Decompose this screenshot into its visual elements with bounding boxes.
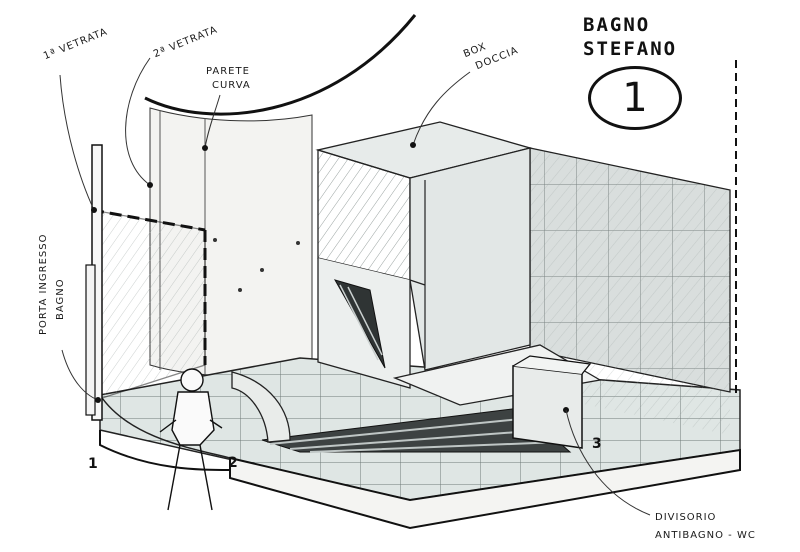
- marker-1: 1: [88, 456, 98, 472]
- label-porta-line-1: PORTA INGRESSO: [38, 233, 49, 336]
- curved-step: [231, 371, 291, 443]
- marker-3: 3: [592, 436, 602, 452]
- partition-wall: [512, 365, 583, 449]
- platform-edge: [229, 448, 741, 530]
- title-line-1: BAGNO: [583, 14, 651, 36]
- marker-2: 2: [228, 455, 238, 471]
- curved-wall-top: [144, 14, 417, 116]
- label-parete-line-1: PARETE: [206, 66, 250, 77]
- label-divisorio-line-1: DIVISORIO: [655, 512, 717, 523]
- shower-box-front: [409, 147, 531, 371]
- title-line-2: STEFANO: [583, 38, 678, 60]
- sheet-number: 1: [588, 66, 682, 130]
- label-porta-line-2: BAGNO: [55, 278, 66, 320]
- label-divisorio-line-2: ANTIBAGNO - WC: [655, 530, 756, 541]
- label-parete-line-2: CURVA: [212, 80, 251, 91]
- person-figure: [159, 368, 223, 511]
